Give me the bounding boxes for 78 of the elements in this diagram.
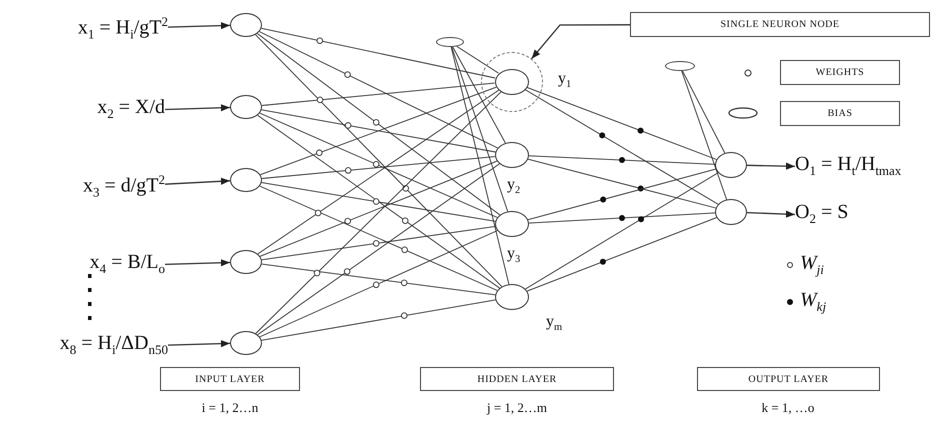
- leader-arrow: [531, 24, 630, 60]
- legend-label: W$_{kj}$: [800, 289, 826, 315]
- connection-line: [528, 212, 716, 224]
- connection-line: [256, 33, 500, 216]
- connection-line: [261, 182, 496, 222]
- formula-label: O$_{1}$ = H$_{t}$/H$_{tmax}$: [795, 152, 902, 183]
- index-range-label: k = 1, …o: [762, 400, 814, 416]
- connection-line: [255, 34, 502, 288]
- connection-line: [682, 70, 726, 154]
- connection-line: [259, 112, 498, 218]
- arrow: [164, 104, 230, 112]
- connection-line: [452, 46, 506, 144]
- neuron-circle: [495, 211, 529, 237]
- arrow: [164, 178, 230, 185]
- legend-label: W$_{ji}$: [800, 252, 824, 278]
- legend-label: BIAS: [780, 101, 900, 126]
- neuron-circle: [495, 284, 529, 310]
- node-circle: [230, 95, 262, 119]
- connection-line: [257, 163, 500, 336]
- formula-label: O$_{2}$ = S: [795, 200, 848, 231]
- neuron-label: y$_{1}$: [558, 70, 572, 90]
- connection-line: [681, 70, 728, 200]
- connection-line: [526, 86, 717, 160]
- connection-line: [261, 156, 496, 179]
- neuron-label: y$_{3}$: [507, 245, 520, 266]
- connection-line: [528, 155, 716, 165]
- neuron-label: y$_{2}$: [507, 176, 520, 196]
- connection-line: [261, 299, 496, 341]
- connection-line: [259, 230, 498, 338]
- index-range-label: i = 1, 2…n: [202, 400, 258, 416]
- connection-line: [259, 186, 498, 291]
- node-circle: [230, 331, 262, 355]
- formula-label: x$_{1}$ = H$_{i}$/gT$^{2}$: [78, 10, 168, 47]
- legend-label: WEIGHTS: [780, 60, 900, 85]
- label-box: OUTPUT LAYER: [697, 367, 880, 391]
- formula-label: x$_{3}$ = d/gT$^{2}$: [82, 168, 165, 205]
- arrow: [168, 22, 230, 30]
- formula-label: x$_{2}$ = X/d: [97, 95, 165, 126]
- arrow: [168, 340, 230, 348]
- connection-line: [528, 158, 716, 208]
- connection-line: [260, 28, 496, 78]
- connection-line: [261, 226, 496, 260]
- connection-line: [257, 90, 500, 254]
- neuron-circle: [715, 152, 747, 178]
- connection-line: [261, 109, 496, 152]
- connection-line: [260, 160, 498, 257]
- node-circle: [230, 250, 262, 274]
- arrow: [164, 259, 230, 266]
- neuron-label: y$_{m}$: [546, 313, 562, 334]
- neuron-highlight-circle: [481, 52, 543, 112]
- connection-line: [258, 31, 498, 148]
- node-circle: [230, 168, 262, 192]
- bias-ellipse: [436, 37, 464, 47]
- connection-line: [257, 114, 500, 289]
- index-range-label: j = 1, 2…m: [486, 400, 548, 416]
- label-box: INPUT LAYER: [160, 367, 300, 391]
- neuron-circle: [494, 68, 528, 94]
- node-circle: [230, 13, 262, 37]
- label-box: SINGLE NEURON NODE: [630, 12, 930, 37]
- connection-line: [524, 172, 719, 290]
- connection-line: [451, 46, 508, 212]
- connection-line: [528, 168, 716, 220]
- connection-line: [456, 46, 499, 74]
- connection-line: [255, 91, 502, 334]
- label-box: HIDDEN LAYER: [420, 367, 614, 391]
- arrow: [746, 162, 796, 170]
- connection-line: [526, 217, 718, 292]
- connection-line: [450, 46, 510, 285]
- connection-line: [524, 89, 719, 205]
- bias-ellipse: [665, 61, 695, 71]
- connection-line: [261, 82, 496, 106]
- connection-line: [260, 86, 497, 176]
- connection-line: [261, 264, 496, 296]
- neuron-circle: [715, 199, 747, 225]
- formula-label: x$_{4}$ = B/L$_{o}$: [90, 250, 165, 281]
- formula-label: x$_{8}$ = H$_{i}$/ΔD$_{n50}$: [60, 331, 168, 362]
- arrow: [746, 210, 796, 218]
- neuron-circle: [495, 142, 529, 168]
